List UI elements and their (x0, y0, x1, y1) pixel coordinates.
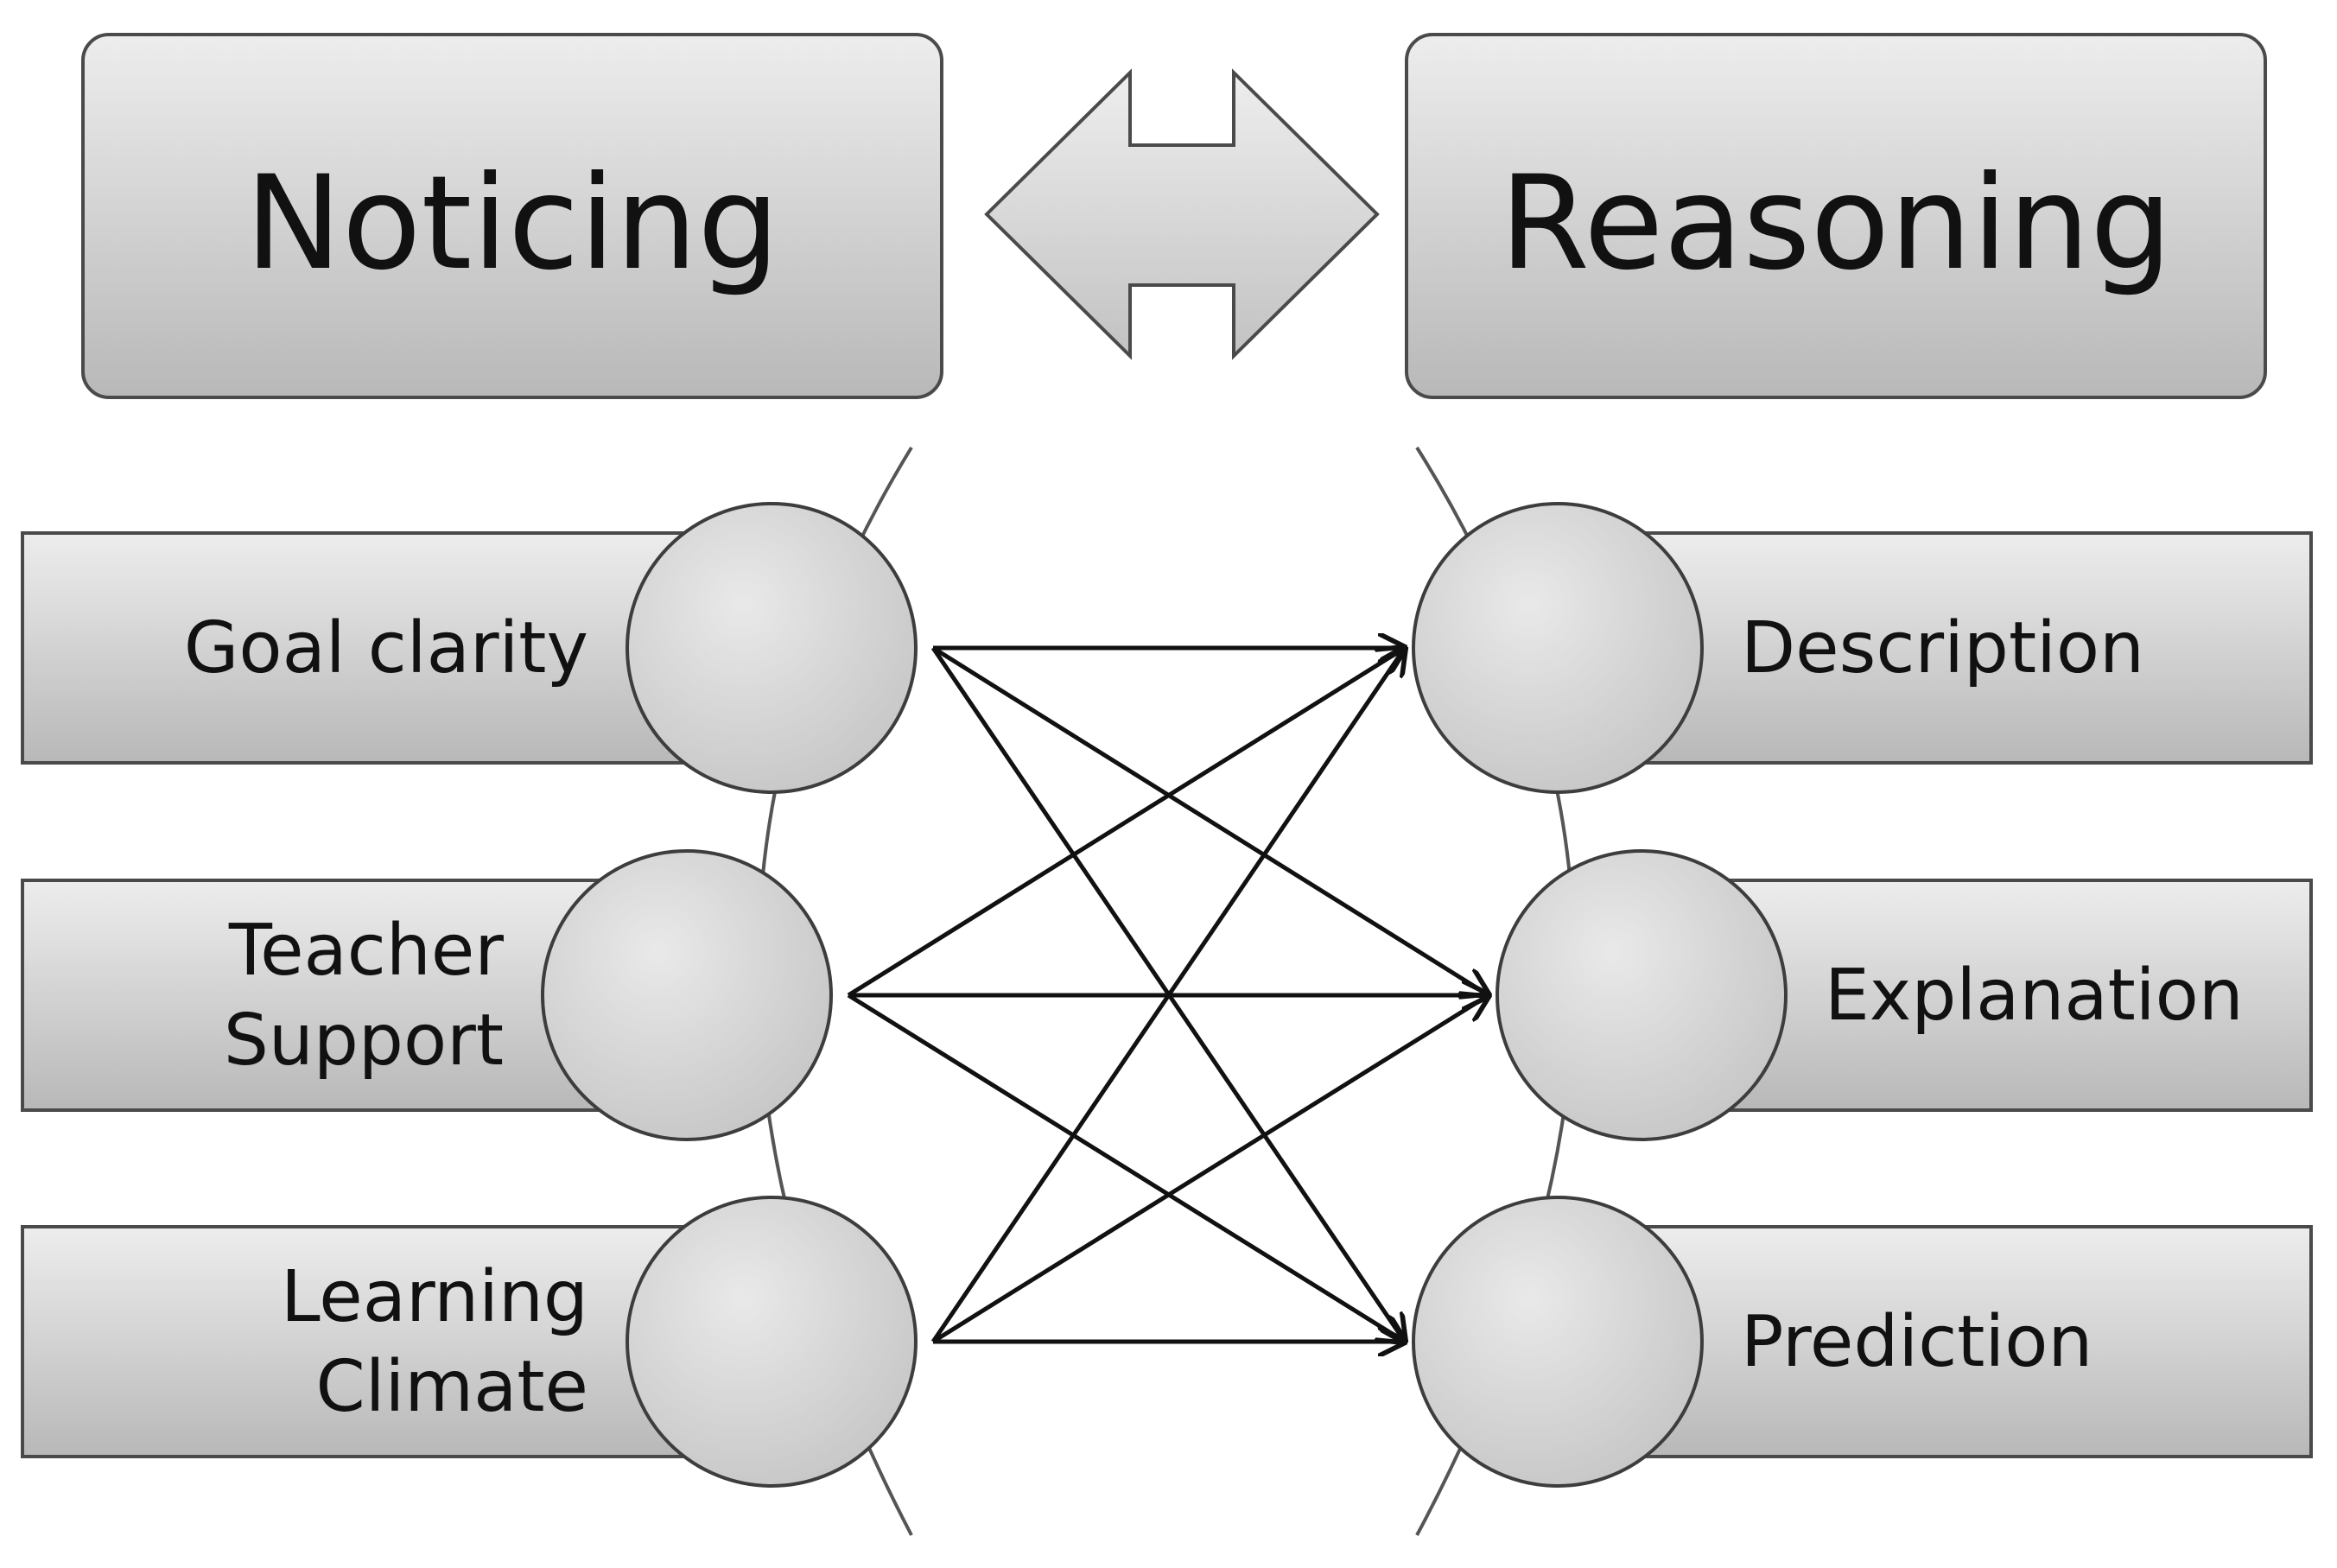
reasoning-label-explanation: Explanation (1825, 955, 2244, 1037)
connection-arrow (847, 993, 1405, 1342)
reasoning-title: Reasoning (1500, 149, 2173, 299)
double-arrow-icon (984, 68, 1380, 360)
connection-arrow (931, 645, 1489, 995)
connection-arrow (930, 648, 1405, 1343)
reasoning-node-circle (1496, 849, 1788, 1141)
noticing-label-goal-clarity: Goal clarity (184, 607, 588, 689)
reasoning-node-circle (1412, 502, 1704, 794)
noticing-node-circle (541, 849, 833, 1141)
noticing-node-circle (626, 502, 918, 794)
noticing-title: Noticing (245, 149, 780, 299)
reasoning-header: Reasoning (1405, 33, 2267, 399)
noticing-node-circle (626, 1196, 918, 1488)
reasoning-label-description: Description (1741, 607, 2144, 689)
connection-arrows (847, 645, 1489, 1344)
reasoning-node-circle (1412, 1196, 1704, 1488)
reasoning-label-prediction: Prediction (1741, 1301, 2093, 1383)
connection-arrow (847, 648, 1405, 998)
noticing-header: Noticing (81, 33, 943, 399)
connection-arrow (931, 995, 1489, 1344)
